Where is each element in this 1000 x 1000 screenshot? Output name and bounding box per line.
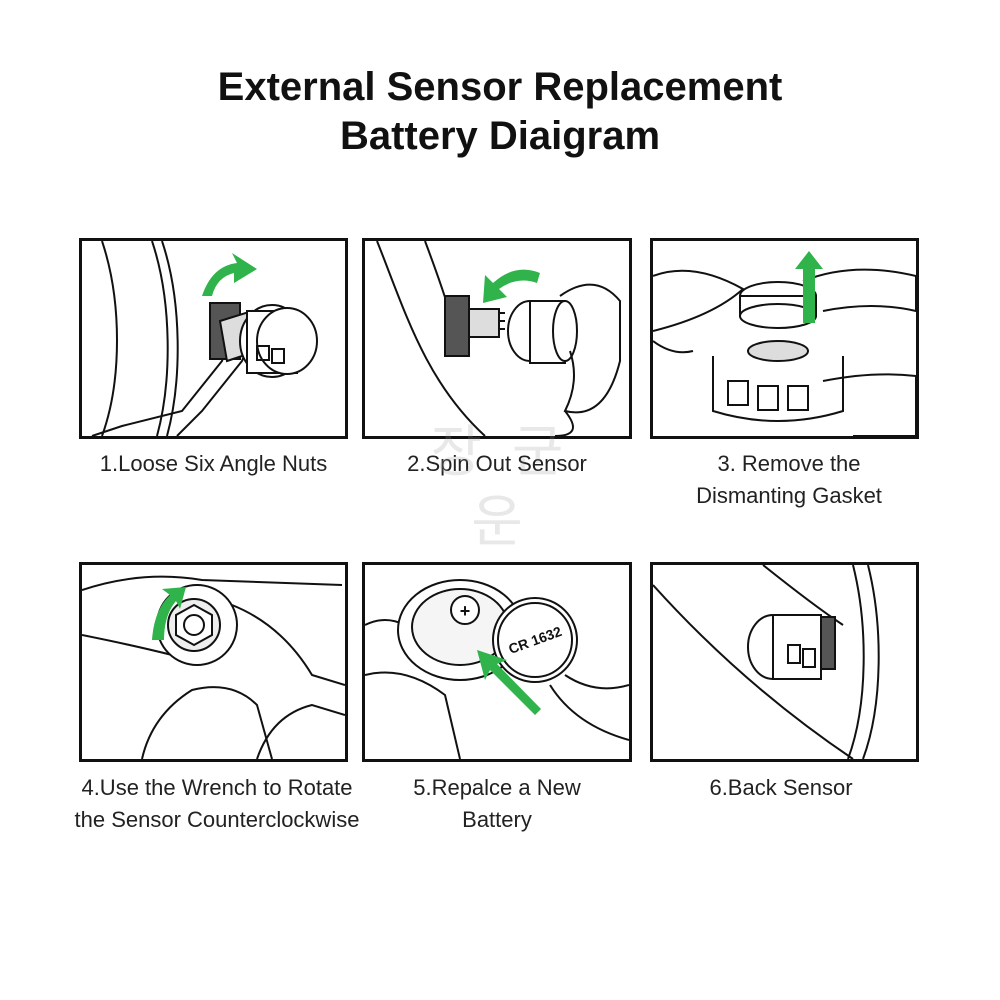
step-4-panel bbox=[79, 562, 348, 762]
caption-line: 4.Use the Wrench to Rotate bbox=[81, 775, 353, 800]
caption-line: the Sensor Counterclockwise bbox=[74, 807, 360, 832]
step-5-caption: 5.Repalce a New Battery bbox=[362, 772, 632, 836]
wrench-rotate-icon bbox=[82, 575, 345, 759]
step-3-caption: 3. Remove the Dismanting Gasket bbox=[650, 448, 928, 512]
step-1-caption: 1.Loose Six Angle Nuts bbox=[79, 448, 348, 480]
battery-plus-sign: + bbox=[460, 601, 471, 621]
spin-out-sensor-icon bbox=[376, 241, 621, 436]
caption-line: 5.Repalce a New bbox=[413, 775, 581, 800]
step-1-panel bbox=[79, 238, 348, 439]
sensor-installed-icon bbox=[653, 565, 880, 759]
step-4-caption: 4.Use the Wrench to Rotate the Sensor Co… bbox=[62, 772, 372, 836]
caption-line: 6.Back Sensor bbox=[709, 775, 853, 800]
title-line-2: Battery Diaigram bbox=[339, 114, 661, 158]
step-2-panel bbox=[362, 238, 632, 439]
caption-line: Dismanting Gasket bbox=[696, 483, 882, 508]
caption-line: Battery bbox=[462, 807, 532, 832]
step-3-panel bbox=[650, 238, 919, 439]
caption-line: 2.Spin Out Sensor bbox=[407, 451, 587, 476]
step-6-caption: 6.Back Sensor bbox=[650, 772, 912, 804]
step-2-caption: 2.Spin Out Sensor bbox=[362, 448, 632, 480]
wrench-loosen-icon bbox=[91, 241, 318, 436]
step-5-panel: + CR 1632 bbox=[362, 562, 632, 762]
caption-line: 3. Remove the bbox=[717, 451, 861, 476]
remove-gasket-icon bbox=[653, 251, 916, 436]
title-line-1: External Sensor Replacement bbox=[217, 65, 783, 109]
caption-line: 1.Loose Six Angle Nuts bbox=[99, 451, 328, 476]
step-6-panel bbox=[650, 562, 919, 762]
watermark: 장 군 운 bbox=[430, 420, 570, 555]
battery-replace-icon: + CR 1632 bbox=[365, 579, 629, 759]
